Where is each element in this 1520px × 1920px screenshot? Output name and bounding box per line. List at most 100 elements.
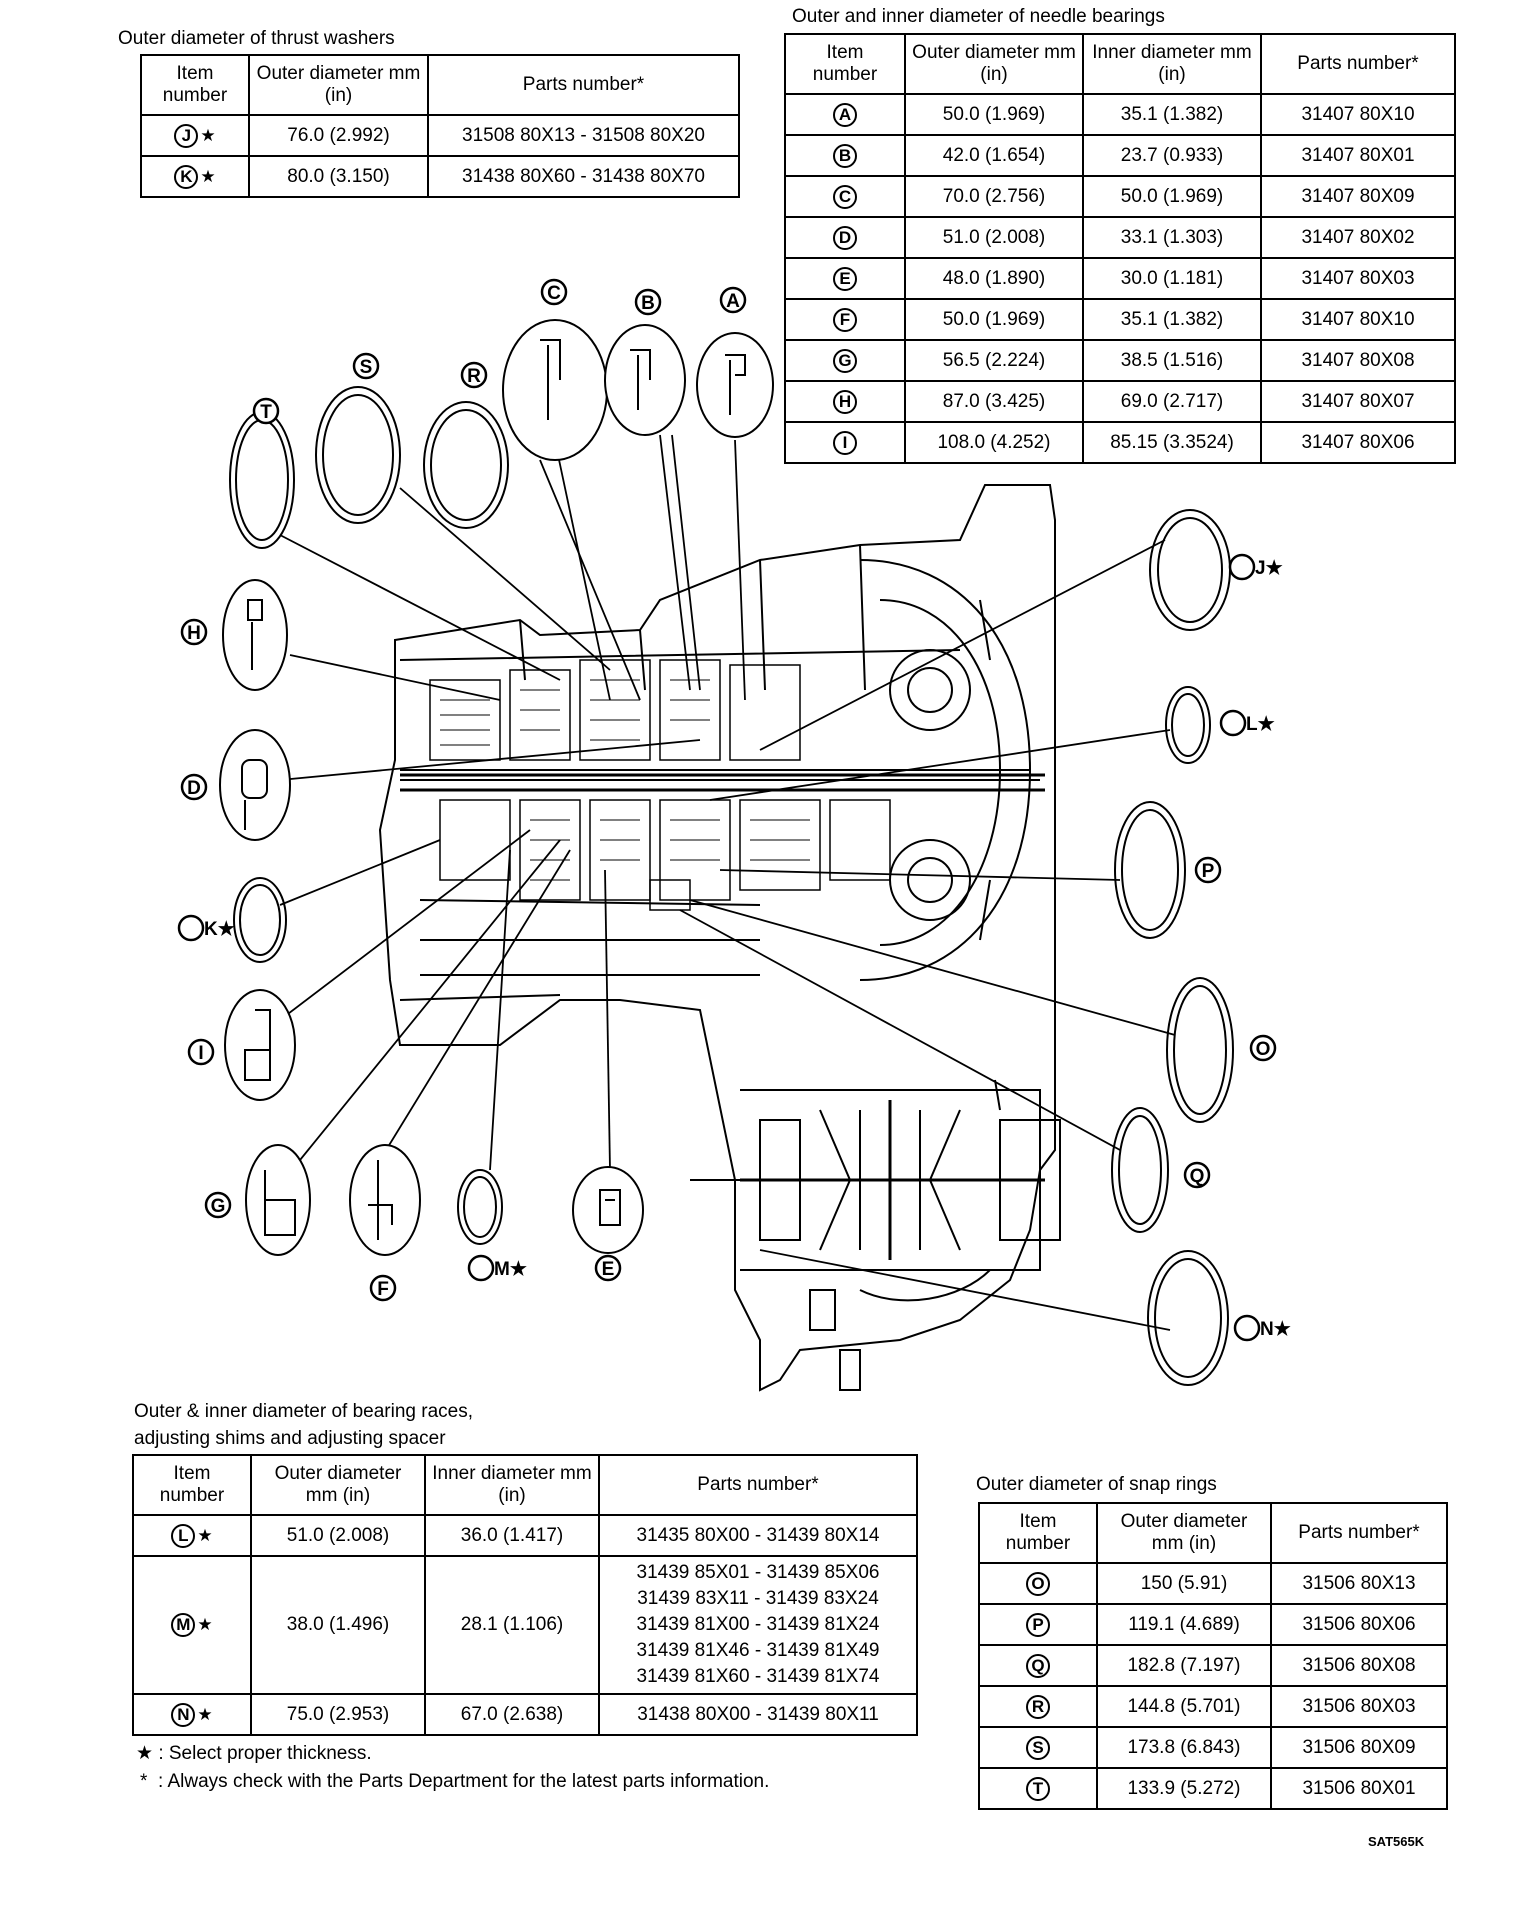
diagram-callout-q: Q [1183, 1161, 1211, 1189]
parts-number: 31407 80X06 [1260, 421, 1456, 464]
col-header-outer: Outer diameter mm (in) [248, 54, 429, 116]
inner-diameter: 36.0 (1.417) [424, 1514, 600, 1557]
parts-number: 31407 80X07 [1260, 380, 1456, 423]
parts-number: 31439 81X46 - 31439 81X49 [636, 1640, 880, 1661]
col-header-outer: Outer diameter mm (in) [1096, 1502, 1272, 1564]
diagram-callout-c: C [540, 278, 568, 306]
ring-n-graphic [1147, 1250, 1229, 1386]
item-mark: K [174, 164, 199, 189]
svg-text:A: A [726, 291, 740, 312]
svg-text:H: H [187, 623, 201, 644]
inner-diameter: 33.1 (1.303) [1082, 216, 1262, 259]
asterisk-footnote: * : Always check with the Parts Departme… [140, 1771, 769, 1793]
table-row: K★ 80.0 (3.150) 31438 80X60 - 31438 80X7… [140, 155, 740, 198]
table-row: L★ 51.0 (2.008) 36.0 (1.417) 31435 80X00… [132, 1514, 918, 1557]
outer-diameter: 70.0 (2.756) [904, 175, 1084, 218]
detail-e-ellipse [572, 1166, 644, 1254]
ring-s-graphic [315, 386, 401, 524]
table-row: M★ 38.0 (1.496) 28.1 (1.106) 31439 85X01… [132, 1555, 918, 1695]
outer-diameter: 38.0 (1.496) [250, 1555, 426, 1695]
diagram-callout-b: B [634, 288, 662, 316]
diagram-callout-s: S [352, 352, 380, 380]
outer-diameter: 144.8 (5.701) [1096, 1685, 1272, 1728]
diagram-callout-g: G [204, 1191, 232, 1219]
item-mark: O [1026, 1571, 1050, 1596]
diagram-callout-e: E [594, 1254, 622, 1282]
svg-text:J★: J★ [1255, 558, 1283, 579]
inner-diameter: 30.0 (1.181) [1082, 257, 1262, 300]
parts-number: 31439 85X01 - 31439 85X06 [636, 1562, 880, 1583]
needle-bearings-table: Item number Outer diameter mm (in) Inner… [784, 33, 1456, 464]
svg-text:F: F [377, 1279, 389, 1300]
outer-diameter: 133.9 (5.272) [1096, 1767, 1272, 1810]
inner-diameter: 50.0 (1.969) [1082, 175, 1262, 218]
outer-diameter: 50.0 (1.969) [904, 298, 1084, 341]
outer-diameter: 51.0 (2.008) [904, 216, 1084, 259]
ring-q-graphic [1111, 1107, 1169, 1233]
item-mark: Q [1026, 1653, 1050, 1678]
table-row: D 51.0 (2.008)33.1 (1.303)31407 80X02 [784, 216, 1456, 259]
parts-number: 31508 80X13 - 31508 80X20 [427, 114, 740, 157]
item-mark: E [833, 266, 857, 291]
outer-diameter: 108.0 (4.252) [904, 421, 1084, 464]
col-header-parts: Parts number* [427, 54, 740, 116]
detail-b-ellipse [604, 324, 686, 436]
item-mark: D [833, 225, 857, 250]
diagram-callout-r: R [460, 361, 488, 389]
ring-o-graphic [1166, 977, 1234, 1123]
ring-l-graphic [1165, 686, 1211, 764]
svg-text:D: D [187, 778, 201, 799]
star-icon: ★ [197, 1525, 213, 1545]
item-mark: P [1026, 1612, 1050, 1637]
outer-diameter: 42.0 (1.654) [904, 134, 1084, 177]
col-header-inner: Inner diameter mm (in) [1082, 33, 1262, 95]
ring-m-graphic [457, 1169, 503, 1245]
parts-number: 31407 80X10 [1260, 93, 1456, 136]
table-row: P 119.1 (4.689)31506 80X06 [978, 1603, 1448, 1646]
parts-number: 31506 80X09 [1270, 1726, 1448, 1769]
item-mark: G [833, 348, 857, 373]
parts-number: 31438 80X00 - 31439 80X11 [598, 1693, 918, 1736]
outer-diameter: 182.8 (7.197) [1096, 1644, 1272, 1687]
ring-r-graphic [423, 401, 509, 529]
inner-diameter: 35.1 (1.382) [1082, 298, 1262, 341]
parts-number: 31439 83X11 - 31439 83X24 [637, 1588, 879, 1609]
detail-h-ellipse [222, 579, 288, 691]
thrust-washers-caption: Outer diameter of thrust washers [118, 28, 395, 49]
outer-diameter: 75.0 (2.953) [250, 1693, 426, 1736]
parts-number: 31506 80X06 [1270, 1603, 1448, 1646]
item-mark: R [1026, 1694, 1050, 1719]
col-header-inner: Inner diameter mm (in) [424, 1454, 600, 1516]
outer-diameter: 119.1 (4.689) [1096, 1603, 1272, 1646]
parts-number: 31407 80X03 [1260, 257, 1456, 300]
outer-diameter: 50.0 (1.969) [904, 93, 1084, 136]
parts-number: 31407 80X02 [1260, 216, 1456, 259]
ring-k-graphic [233, 877, 287, 963]
outer-diameter: 76.0 (2.992) [248, 114, 429, 157]
asterisk-icon: * [140, 1771, 148, 1792]
parts-number: 31439 81X00 - 31439 81X24 [636, 1614, 880, 1635]
diagram-callout-k: K★ [177, 914, 235, 942]
item-mark: S [1026, 1735, 1050, 1760]
ring-j-graphic [1149, 509, 1231, 631]
snap-rings-caption: Outer diameter of snap rings [976, 1474, 1217, 1495]
col-header-item: Item number [978, 1502, 1098, 1564]
svg-text:T: T [260, 402, 272, 423]
col-header-item: Item number [784, 33, 906, 95]
inner-diameter: 23.7 (0.933) [1082, 134, 1262, 177]
ring-t-graphic [229, 411, 295, 549]
inner-diameter: 85.15 (3.3524) [1082, 421, 1262, 464]
diagram-callout-j: J★ [1228, 553, 1283, 581]
